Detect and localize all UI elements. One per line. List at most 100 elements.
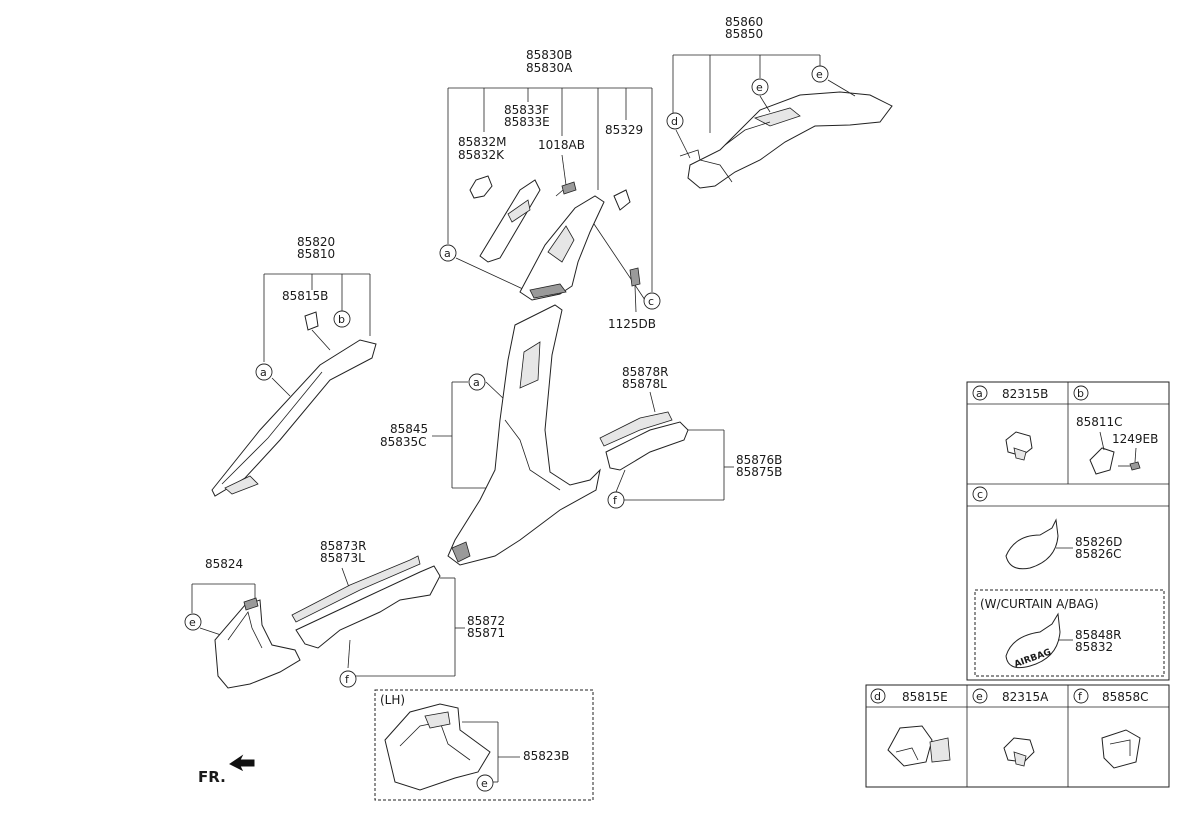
callout-a-upper: a bbox=[439, 244, 457, 262]
leader-lines-85820 bbox=[263, 273, 371, 397]
leader-lines-85876 bbox=[615, 391, 734, 501]
svg-text:a: a bbox=[976, 387, 983, 400]
callout-e-left: e bbox=[184, 613, 202, 631]
svg-text:e: e bbox=[481, 777, 488, 790]
svg-text:e: e bbox=[816, 68, 823, 81]
legend-e-code: 82315A bbox=[1002, 690, 1049, 704]
label-85329: 85329 bbox=[605, 123, 643, 137]
legend-callout-d: d bbox=[870, 688, 886, 704]
legend-callout-c: c bbox=[972, 486, 988, 502]
scuff-plate-85873 bbox=[291, 555, 441, 649]
leader-lines-85845 bbox=[432, 381, 506, 489]
svg-text:b: b bbox=[338, 313, 345, 326]
label-85833E: 85833E bbox=[504, 115, 550, 129]
label-85820: 85820 bbox=[297, 235, 335, 249]
b-pillar-lower-part bbox=[447, 304, 601, 566]
legend-callout-b: b bbox=[1073, 385, 1089, 401]
label-85832M: 85832M bbox=[458, 135, 507, 149]
label-85815B: 85815B bbox=[282, 289, 328, 303]
label-1018AB: 1018AB bbox=[538, 138, 585, 152]
callout-a-center: a bbox=[468, 373, 486, 391]
svg-text:e: e bbox=[976, 690, 983, 703]
label-1125DB: 1125DB bbox=[608, 317, 656, 331]
legend-c-code4: 85832 bbox=[1075, 640, 1113, 654]
kick-panel-lh-85823B bbox=[384, 703, 491, 791]
legend-d-clip bbox=[887, 725, 951, 767]
label-85830B: 85830B bbox=[526, 48, 572, 62]
legend-f-clip bbox=[1101, 729, 1141, 769]
legend-table bbox=[865, 381, 1170, 788]
callout-d-top: d bbox=[666, 112, 684, 130]
clip-85815B bbox=[304, 311, 331, 351]
legend-callout-e: e bbox=[972, 688, 988, 704]
label-85824: 85824 bbox=[205, 557, 243, 571]
legend-c-cover bbox=[1005, 518, 1059, 570]
svg-text:c: c bbox=[648, 295, 654, 308]
callout-b-left: b bbox=[333, 310, 351, 328]
label-85875B: 85875B bbox=[736, 465, 782, 479]
label-lh: (LH) bbox=[380, 693, 405, 707]
callout-e-top-1: e bbox=[751, 78, 769, 96]
callout-e-lh: e bbox=[476, 774, 494, 792]
garnish-85833 bbox=[479, 179, 541, 263]
legend-b-parts bbox=[1089, 431, 1141, 475]
svg-text:b: b bbox=[1077, 387, 1084, 400]
svg-text:d: d bbox=[671, 115, 678, 128]
kick-panel-85824 bbox=[214, 597, 301, 689]
legend-d-code: 85815E bbox=[902, 690, 948, 704]
leader-lines-85872 bbox=[341, 567, 465, 677]
label-85810: 85810 bbox=[297, 247, 335, 261]
svg-text:a: a bbox=[444, 247, 451, 260]
svg-text:e: e bbox=[189, 616, 196, 629]
screw-1018AB bbox=[555, 181, 577, 197]
label-85878R: 85878R bbox=[622, 365, 669, 379]
label-85872: 85872 bbox=[467, 614, 505, 628]
label-85833F: 85833F bbox=[504, 103, 549, 117]
legend-c-code3: 85848R bbox=[1075, 628, 1122, 642]
fr-arrow-icon bbox=[229, 754, 255, 772]
label-85823B: 85823B bbox=[523, 749, 569, 763]
legend-f-code: 85858C bbox=[1102, 690, 1149, 704]
svg-text:a: a bbox=[260, 366, 267, 379]
callout-e-top-2: e bbox=[811, 65, 829, 83]
callout-a-left: a bbox=[255, 363, 273, 381]
legend-b-code1: 85811C bbox=[1076, 415, 1123, 429]
legend-e-clip bbox=[1003, 737, 1035, 767]
label-85871: 85871 bbox=[467, 626, 505, 640]
legend-a-code: 82315B bbox=[1002, 387, 1048, 401]
legend-b-code2: 1249EB bbox=[1112, 432, 1158, 446]
b-pillar-upper-part bbox=[519, 195, 605, 301]
label-85832K: 85832K bbox=[458, 148, 505, 162]
lh-inset-box bbox=[374, 689, 594, 801]
label-85873R: 85873R bbox=[320, 539, 367, 553]
leader-lines-85830 bbox=[447, 87, 653, 301]
callout-f-center: f bbox=[339, 670, 357, 688]
rear-quarter-trim-part bbox=[679, 91, 893, 189]
svg-text:f: f bbox=[1078, 690, 1083, 703]
clip-1125DB bbox=[629, 267, 641, 313]
legend-c-note: (W/CURTAIN A/BAG) bbox=[980, 597, 1099, 611]
scuff-plate-85878 bbox=[599, 411, 689, 471]
clip-85329 bbox=[613, 189, 631, 211]
label-85873L: 85873L bbox=[320, 551, 365, 565]
label-85878L: 85878L bbox=[622, 377, 667, 391]
svg-text:f: f bbox=[345, 673, 350, 686]
leader-lines-85860 bbox=[672, 54, 856, 159]
cap-85832 bbox=[469, 175, 493, 199]
svg-text:a: a bbox=[473, 376, 480, 389]
fr-label: FR. bbox=[198, 768, 226, 786]
callout-f-right: f bbox=[607, 491, 625, 509]
callout-c-upper: c bbox=[643, 292, 661, 310]
front-direction-indicator: FR. bbox=[198, 754, 255, 786]
a-pillar-trim-part bbox=[211, 339, 377, 497]
label-85860: 85860 bbox=[725, 15, 763, 29]
label-85845: 85845 bbox=[390, 422, 428, 436]
svg-text:f: f bbox=[613, 494, 618, 507]
label-85876B: 85876B bbox=[736, 453, 782, 467]
legend-a-clip bbox=[1005, 431, 1033, 461]
legend-callout-f: f bbox=[1073, 688, 1089, 704]
label-85850: 85850 bbox=[725, 27, 763, 41]
svg-text:d: d bbox=[874, 690, 881, 703]
label-85835C: 85835C bbox=[380, 435, 427, 449]
legend-curtain-airbag-box bbox=[974, 589, 1165, 677]
